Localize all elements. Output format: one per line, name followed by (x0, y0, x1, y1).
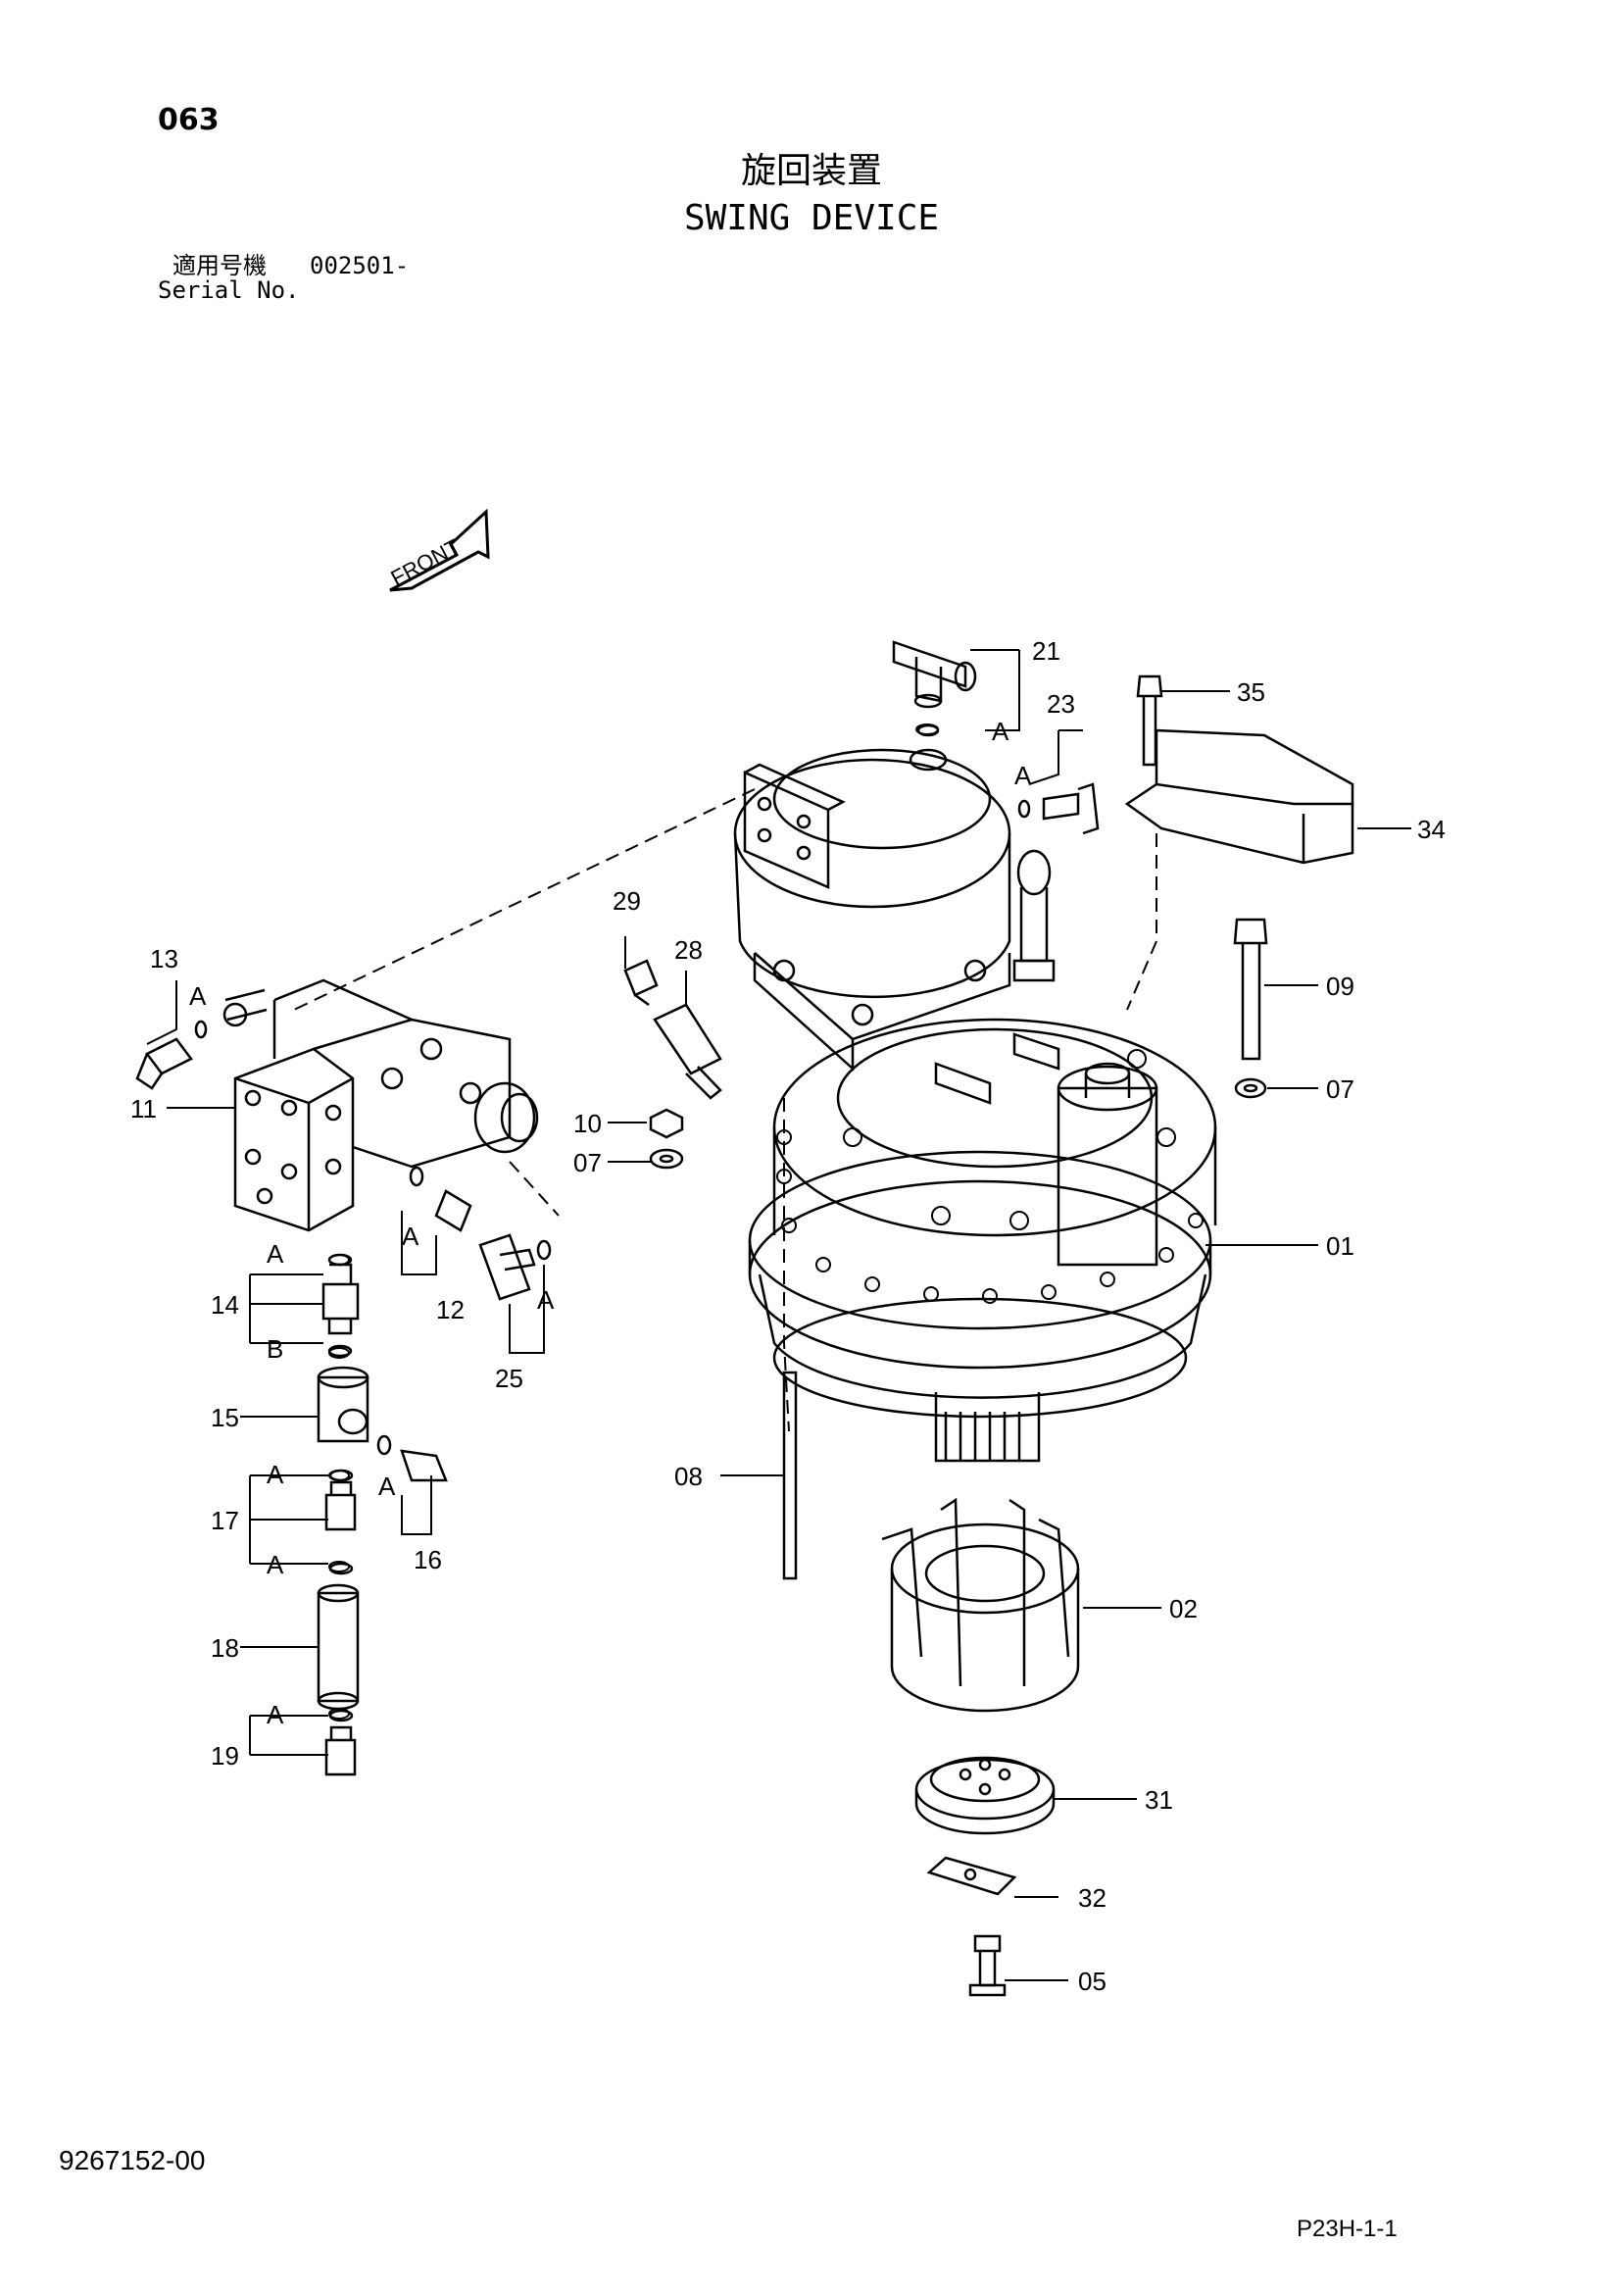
adapter-19 (324, 1709, 357, 1776)
seal-marker-a: A (992, 717, 1009, 746)
check-valve-25 (478, 1233, 552, 1301)
o-rings (328, 724, 939, 1720)
elbow-13 (135, 1020, 208, 1090)
bolt-09 (1233, 918, 1268, 1061)
seal-marker-a: A (267, 1239, 284, 1269)
callout-18: 18 (211, 1633, 239, 1663)
callout-16: 16 (414, 1545, 442, 1574)
callout-12: 12 (436, 1295, 465, 1324)
seal-marker-a: A (267, 1700, 284, 1729)
washer-07-right (1234, 1077, 1267, 1099)
callout-11: 11 (130, 1094, 157, 1123)
callout-02: 02 (1169, 1594, 1198, 1623)
page-number: 063 (158, 103, 220, 137)
pinion-gear-02 (881, 1497, 1080, 1713)
callout-34: 34 (1417, 815, 1446, 844)
bolt-05 (968, 1934, 1007, 1997)
connector-16 (376, 1434, 448, 1482)
front-arrow-icon: FRONT (387, 508, 490, 592)
cover-31 (914, 1756, 1056, 1835)
seal-marker-a: A (267, 1550, 284, 1579)
callout-01: 01 (1326, 1231, 1354, 1261)
serial-label-english: Serial No. (158, 276, 300, 304)
callout-23: 23 (1047, 689, 1075, 719)
callout-32: 32 (1078, 1883, 1107, 1913)
callout-35: 35 (1237, 677, 1265, 707)
callout-08: 08 (674, 1462, 703, 1491)
fitting-12 (409, 1166, 472, 1232)
callout-10: 10 (573, 1109, 602, 1138)
callout-17: 17 (211, 1506, 239, 1535)
seal-marker-b: B (267, 1334, 283, 1364)
swing-device-main-assembly (733, 748, 1217, 1463)
document-number: 9267152-00 (59, 2145, 206, 2175)
nut-10 (649, 1108, 684, 1139)
tee-15 (317, 1366, 369, 1443)
seal-marker-a: A (1014, 761, 1032, 790)
callout-29: 29 (613, 886, 641, 916)
callout-15: 15 (211, 1403, 239, 1432)
callout-07-right: 07 (1326, 1074, 1354, 1104)
connector-28 (653, 1003, 722, 1100)
bracket-34 (1124, 728, 1354, 865)
leader-lines (146, 649, 1411, 1981)
tee-fitting-21 (892, 640, 977, 772)
serial-number-range: 002501- (310, 252, 410, 279)
swing-valve-block (222, 978, 539, 1232)
callout-19: 19 (211, 1741, 239, 1771)
assembly-reference-lines (293, 788, 1157, 1432)
callout-21: 21 (1032, 636, 1060, 666)
callout-28: 28 (674, 935, 703, 965)
callout-09: 09 (1326, 972, 1354, 1001)
stud-08 (782, 1371, 798, 1580)
bolt-35 (1136, 674, 1163, 767)
callout-31: 31 (1145, 1785, 1173, 1815)
seal-marker-a: A (402, 1222, 419, 1251)
callout-25: 25 (495, 1364, 523, 1393)
callout-07-left: 07 (573, 1148, 602, 1177)
serial-label-japanese: 適用号機 (172, 252, 267, 279)
seal-marker-a: A (378, 1472, 396, 1501)
callout-05: 05 (1078, 1967, 1107, 1996)
callout-13: 13 (150, 944, 178, 973)
seal-marker-a: A (267, 1460, 284, 1489)
page-code: P23H-1-1 (1297, 2216, 1398, 2242)
callout-labels: 21 23 35 34 09 07 01 02 31 32 05 08 29 2… (130, 636, 1446, 1996)
callout-14: 14 (211, 1290, 239, 1320)
adapter-14 (321, 1253, 360, 1358)
page-title-english: SWING DEVICE (683, 198, 940, 238)
page-title-japanese: 旋回装置 (740, 151, 882, 191)
adapter-17 (324, 1469, 357, 1575)
coupling-18 (317, 1583, 360, 1711)
plug-29 (623, 959, 659, 1007)
seal-marker-a: A (537, 1285, 555, 1315)
plate-32 (926, 1856, 1017, 1896)
washer-07-left (649, 1148, 684, 1170)
seal-marker-a: A (189, 981, 207, 1011)
elbow-fitting-23 (1017, 782, 1100, 835)
